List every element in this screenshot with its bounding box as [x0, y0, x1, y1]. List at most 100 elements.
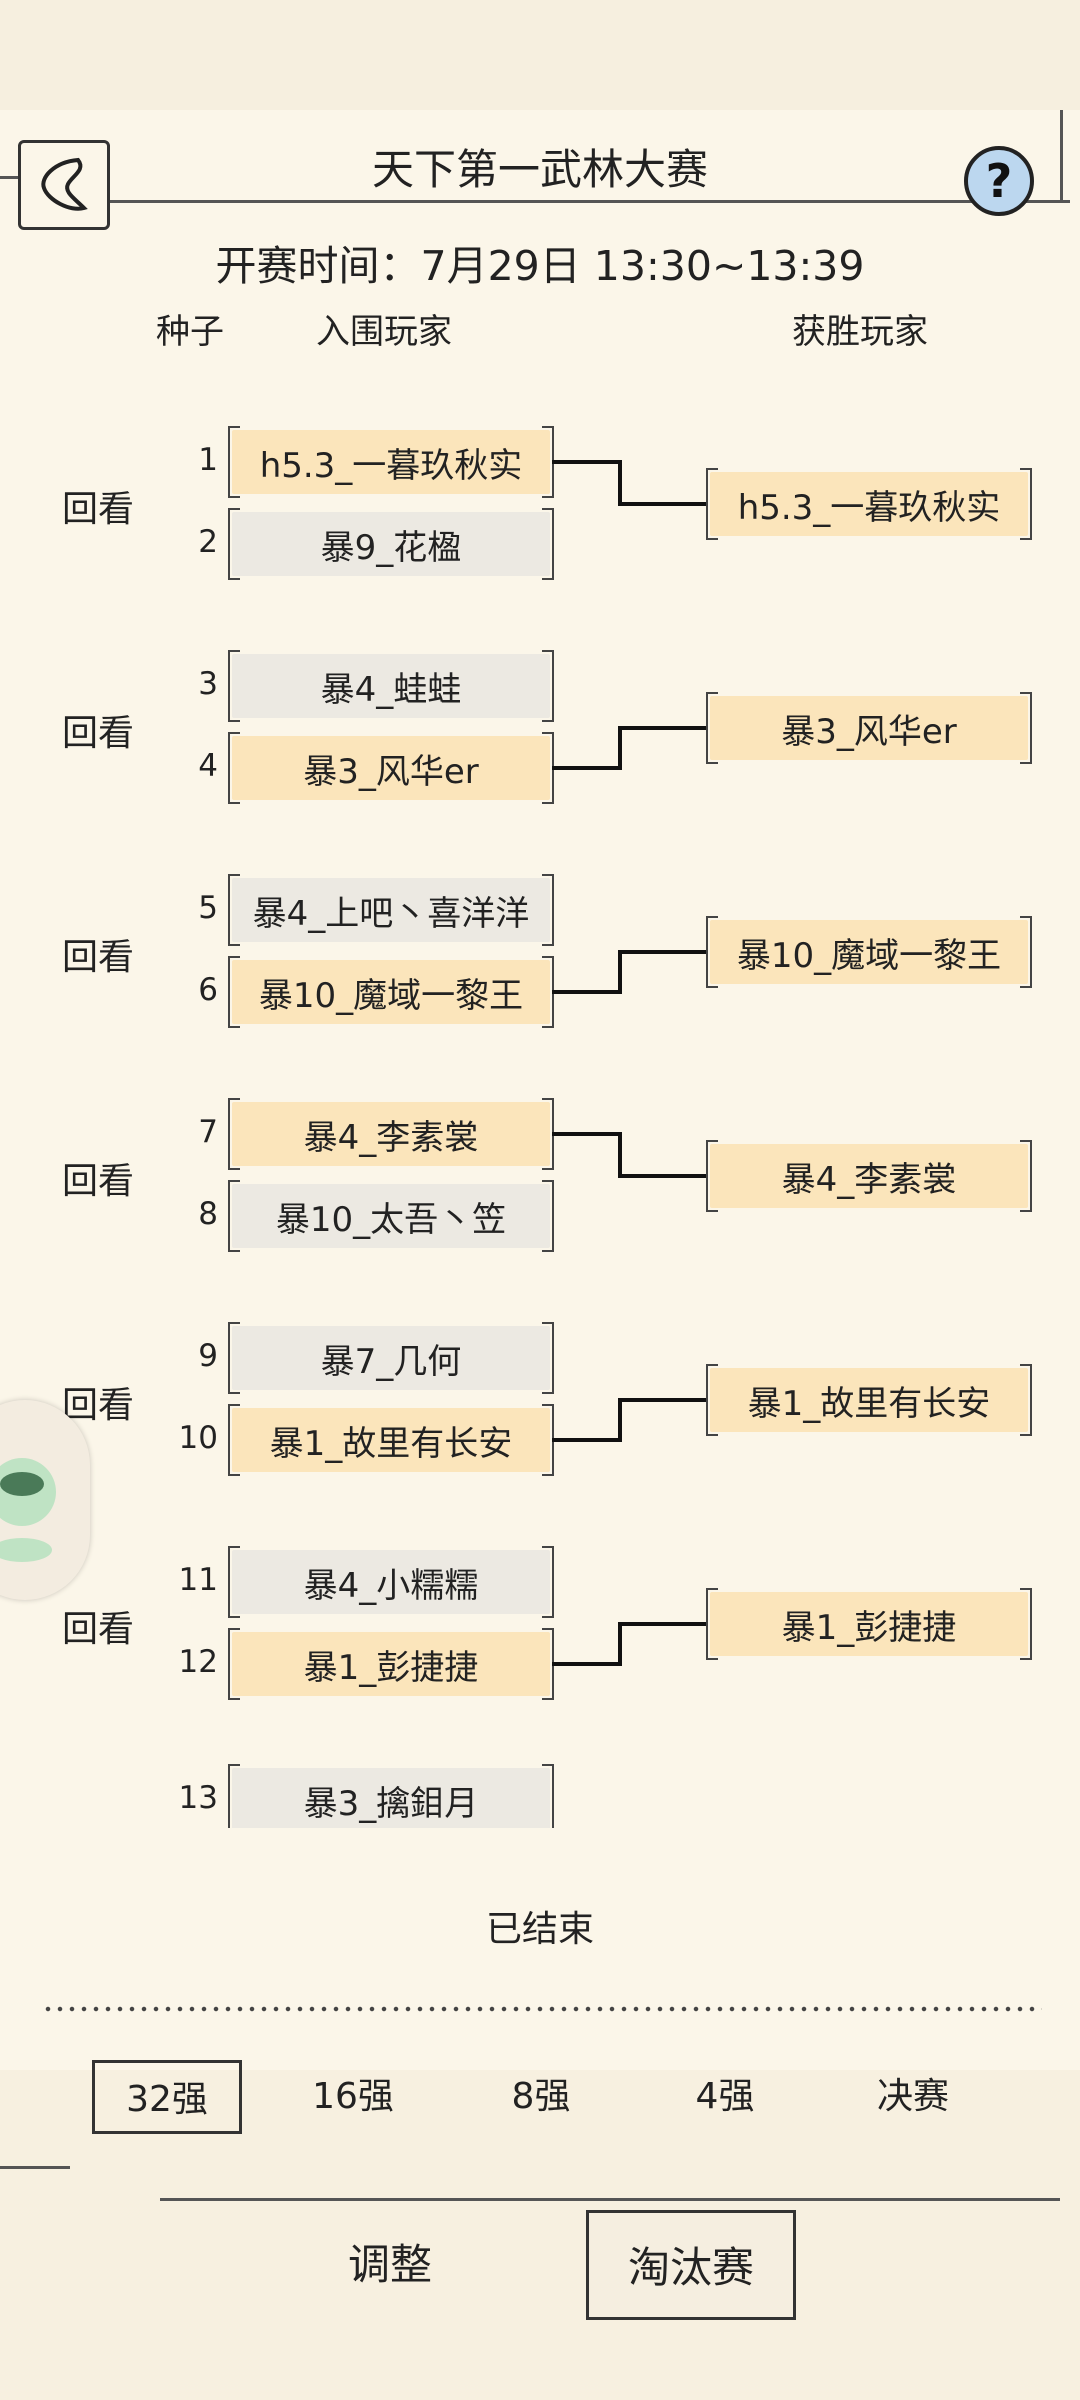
bracket-connector: [618, 1398, 622, 1442]
player-slot[interactable]: 暴10_太吾丶笠: [228, 1180, 554, 1252]
player-slot[interactable]: 暴1_彭捷捷: [228, 1628, 554, 1700]
bracket-connector: [552, 460, 620, 464]
seed-number: 10: [178, 1420, 218, 1456]
help-button[interactable]: ?: [964, 146, 1034, 216]
dotted-divider: [42, 2006, 1042, 2012]
winner-slot[interactable]: 暴1_故里有长安: [706, 1364, 1032, 1436]
player-slot[interactable]: 暴9_花楹: [228, 508, 554, 580]
status-text: 已结束: [485, 1909, 594, 1950]
player-slot[interactable]: 暴4_蛙蛙: [228, 650, 554, 722]
bracket-connector: [618, 1622, 622, 1666]
knockout-button[interactable]: 淘汰赛: [586, 2210, 796, 2320]
player-name: 暴1_故里有长安: [269, 1423, 513, 1464]
scroll-clip: [0, 1828, 1080, 2068]
start-time: 开赛时间：7月29日 13:30~13:39: [215, 242, 865, 290]
seed-number: 5: [198, 890, 218, 926]
bracket-connector: [552, 1662, 620, 1666]
replay-button[interactable]: 回看: [62, 1161, 135, 1202]
replay-button[interactable]: 回看: [62, 489, 135, 530]
player-slot[interactable]: 暴3_擒鉬月: [228, 1764, 554, 1836]
replay-button[interactable]: 回看: [62, 937, 135, 978]
floating-assistant[interactable]: [0, 1400, 90, 1600]
player-name: h5.3_一暮玖秋实: [259, 445, 523, 486]
replay-button[interactable]: 回看: [62, 713, 135, 754]
tab-32[interactable]: 32强: [92, 2060, 242, 2134]
seed-number: 1: [198, 442, 218, 478]
seed-number: 9: [198, 1338, 218, 1374]
winner-name: 暴3_风华er: [781, 711, 957, 752]
seed-number: 7: [198, 1114, 218, 1150]
bracket-connector: [620, 1398, 706, 1402]
winner-name: 暴1_彭捷捷: [781, 1607, 957, 1648]
decor-line: [1060, 110, 1063, 202]
bracket-connector: [552, 1438, 620, 1442]
winner-slot[interactable]: 暴4_李素裳: [706, 1140, 1032, 1212]
bracket-connector: [552, 1132, 620, 1136]
player-slot[interactable]: 暴4_小糯糯: [228, 1546, 554, 1618]
player-name: 暴4_小糯糯: [303, 1565, 479, 1606]
player-name: 暴1_彭捷捷: [303, 1647, 479, 1688]
player-name: 暴9_花楹: [320, 527, 462, 568]
winner-slot[interactable]: h5.3_一暮玖秋实: [706, 468, 1032, 540]
player-name: 暴7_几何: [320, 1341, 462, 1382]
player-slot[interactable]: h5.3_一暮玖秋实: [228, 426, 554, 498]
bracket-connector: [618, 1132, 622, 1178]
seed-number: 13: [178, 1780, 218, 1816]
seed-number: 12: [178, 1644, 218, 1680]
bottom-bar: [0, 2140, 1080, 2400]
seed-number: 6: [198, 972, 218, 1008]
seed-number: 2: [198, 524, 218, 560]
player-name: 暴4_上吧丶喜洋洋: [252, 893, 530, 934]
player-name: 暴4_李素裳: [303, 1117, 479, 1158]
assistant-icon: [0, 1458, 56, 1562]
bracket-connector: [620, 726, 706, 730]
winner-slot[interactable]: 暴10_魔域一黎王: [706, 916, 1032, 988]
decor-line: [0, 176, 18, 179]
bracket-connector: [552, 990, 620, 994]
replay-button[interactable]: 回看: [62, 1609, 135, 1650]
player-name: 暴3_擒鉬月: [303, 1783, 479, 1824]
replay-button[interactable]: 回看: [62, 1385, 135, 1426]
tab-16[interactable]: 16强: [312, 2076, 394, 2117]
player-slot[interactable]: 暴7_几何: [228, 1322, 554, 1394]
player-name: 暴10_太吾丶笠: [275, 1199, 507, 1240]
decor-line: [0, 2166, 70, 2169]
question-icon: ?: [985, 154, 1013, 208]
player-name: 暴4_蛙蛙: [320, 669, 462, 710]
back-button[interactable]: [18, 140, 110, 230]
player-slot[interactable]: 暴4_上吧丶喜洋洋: [228, 874, 554, 946]
bracket-connector: [618, 950, 622, 994]
tab-8[interactable]: 8强: [511, 2076, 571, 2117]
adjust-button[interactable]: 调整: [347, 2240, 432, 2289]
player-slot[interactable]: 暴4_李素裳: [228, 1098, 554, 1170]
tab-4[interactable]: 4强: [695, 2076, 755, 2117]
player-name: 暴10_魔域一黎王: [258, 975, 524, 1016]
bracket-connector: [620, 1174, 706, 1178]
bracket-connector: [620, 502, 706, 506]
player-slot[interactable]: 暴3_风华er: [228, 732, 554, 804]
seed-number: 11: [178, 1562, 218, 1598]
player-name: 暴3_风华er: [303, 751, 479, 792]
bracket-connector: [620, 950, 706, 954]
player-slot[interactable]: 暴1_故里有长安: [228, 1404, 554, 1476]
winner-slot[interactable]: 暴1_彭捷捷: [706, 1588, 1032, 1660]
winner-name: 暴10_魔域一黎王: [736, 935, 1002, 976]
bracket-connector: [620, 1622, 706, 1626]
seed-number: 4: [198, 748, 218, 784]
column-header-winner: 获胜玩家: [792, 312, 928, 352]
bracket-connector: [618, 726, 622, 770]
winner-slot[interactable]: 暴3_风华er: [706, 692, 1032, 764]
column-header-qualified: 入围玩家: [316, 312, 452, 352]
decor-line: [110, 200, 1070, 203]
back-icon: [41, 157, 88, 211]
decor-line: [160, 2198, 1060, 2201]
player-slot[interactable]: 暴10_魔域一黎王: [228, 956, 554, 1028]
winner-name: 暴1_故里有长安: [747, 1383, 991, 1424]
seed-number: 3: [198, 666, 218, 702]
winner-name: h5.3_一暮玖秋实: [737, 487, 1001, 528]
bracket-connector: [552, 766, 620, 770]
bracket-connector: [618, 460, 622, 506]
tab-final[interactable]: 决赛: [876, 2076, 949, 2117]
winner-name: 暴4_李素裳: [781, 1159, 957, 1200]
page-title: 天下第一武林大赛: [371, 145, 708, 194]
